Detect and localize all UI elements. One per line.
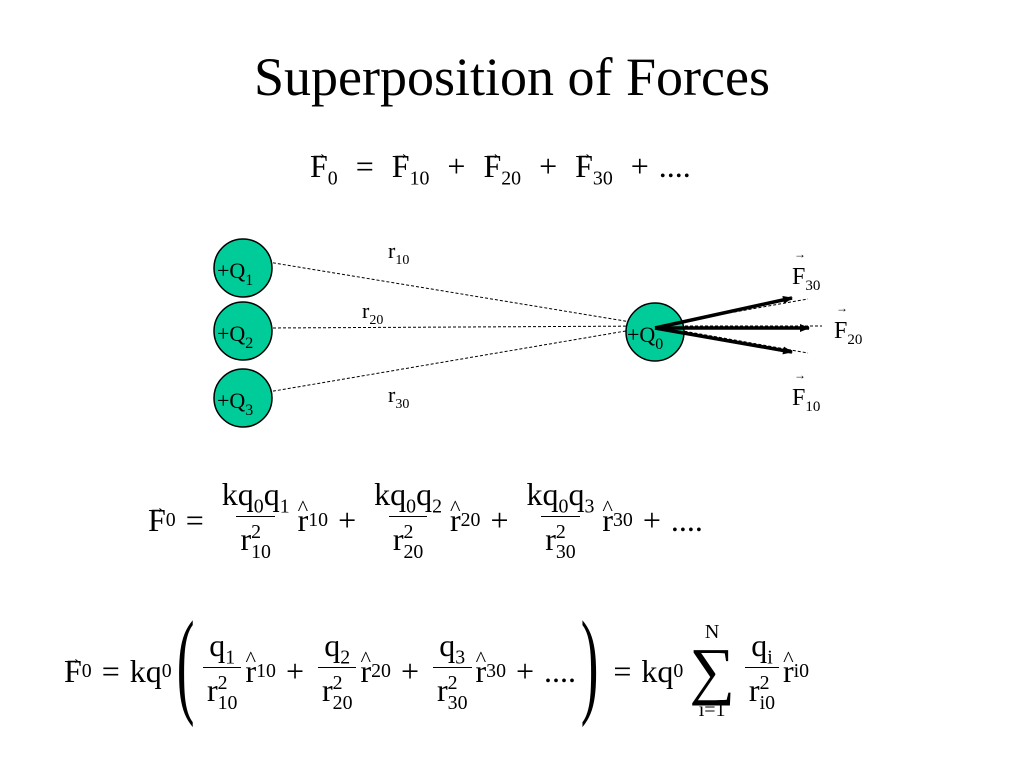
sigma-symbol: ∑ bbox=[689, 635, 735, 707]
unit-vector-r20: ^r bbox=[360, 645, 372, 689]
slide-title: Superposition of Forces bbox=[254, 47, 770, 107]
distance-line-r10 bbox=[267, 261, 656, 327]
charge-Q1 bbox=[213, 238, 273, 298]
summation: N ∑ i=1 bbox=[689, 622, 735, 720]
ellipsis: .... bbox=[670, 502, 703, 539]
svg-text:F10: F10 bbox=[792, 385, 820, 415]
kq-factor: kq bbox=[129, 653, 162, 689]
force-label-F30: → F30 bbox=[792, 247, 820, 294]
kq-factor: kq bbox=[641, 653, 674, 689]
distance-line-r30 bbox=[267, 325, 656, 393]
plus-sign: + bbox=[400, 653, 420, 689]
equals-sign: = bbox=[613, 653, 632, 689]
svg-text:→: → bbox=[794, 368, 806, 382]
svg-text:→: → bbox=[794, 247, 806, 261]
equals-sign: = bbox=[101, 653, 120, 689]
vector-F0: →F bbox=[64, 648, 82, 689]
distance-label-r20: r20 bbox=[362, 298, 383, 328]
right-paren: ) bbox=[580, 597, 599, 728]
svg-text:F20: F20 bbox=[834, 318, 862, 348]
unit-vector-r10: ^r bbox=[245, 645, 257, 689]
unit-vector-r30: ^r bbox=[475, 645, 487, 689]
unit-vector-r20: ^r bbox=[449, 495, 461, 539]
unit-vector-r10: ^r bbox=[297, 495, 309, 539]
distance-line-r20 bbox=[267, 325, 656, 329]
plus-sign: + bbox=[447, 148, 466, 184]
unit-vector-r30: ^r bbox=[602, 495, 614, 539]
ellipsis: .... bbox=[544, 653, 577, 689]
charge-label-Q0: +Q0 bbox=[627, 322, 663, 353]
vector-F20: →F bbox=[483, 143, 502, 184]
plus-sign: + bbox=[285, 653, 304, 689]
charge-label-Q2: +Q2 bbox=[217, 321, 253, 352]
charge-label-Q1: +Q1 bbox=[217, 258, 253, 289]
force-label-F10: → F10 bbox=[792, 368, 820, 415]
force-label-F20: → F20 bbox=[834, 301, 862, 348]
force-arrow-F10 bbox=[654, 326, 793, 355]
ellipsis: .... bbox=[658, 148, 691, 184]
plus-sign: + bbox=[539, 148, 558, 184]
left-paren: ( bbox=[176, 597, 195, 728]
superposition-equation: →F0 = →F10 + →F20 + →F30 +.... bbox=[310, 143, 691, 190]
summation-lower-limit: i=1 bbox=[698, 698, 726, 721]
plus-sign: + bbox=[490, 502, 509, 539]
vector-F0: →F bbox=[148, 497, 166, 539]
plus-sign: + bbox=[630, 148, 649, 184]
plus-sign: + bbox=[642, 502, 661, 539]
vector-F10: →F bbox=[391, 143, 410, 184]
vector-F0: →F bbox=[310, 143, 328, 184]
equals-sign: = bbox=[355, 148, 374, 184]
summation-upper-limit: N bbox=[704, 621, 720, 644]
svg-text:→: → bbox=[836, 301, 848, 315]
charge-Q3 bbox=[213, 368, 273, 428]
unit-vector-ri0: ^r bbox=[783, 645, 794, 689]
charge-Q2 bbox=[213, 301, 273, 361]
plus-sign: + bbox=[338, 502, 357, 539]
svg-text:F30: F30 bbox=[792, 264, 820, 294]
distance-label-r30: r30 bbox=[388, 382, 409, 412]
charge-label-Q3: +Q3 bbox=[217, 388, 253, 419]
equals-sign: = bbox=[185, 502, 204, 539]
plus-sign: + bbox=[515, 653, 535, 689]
vector-F30: →F bbox=[575, 143, 593, 184]
force-arrow-F30 bbox=[654, 296, 793, 330]
distance-label-r10: r10 bbox=[388, 238, 409, 268]
